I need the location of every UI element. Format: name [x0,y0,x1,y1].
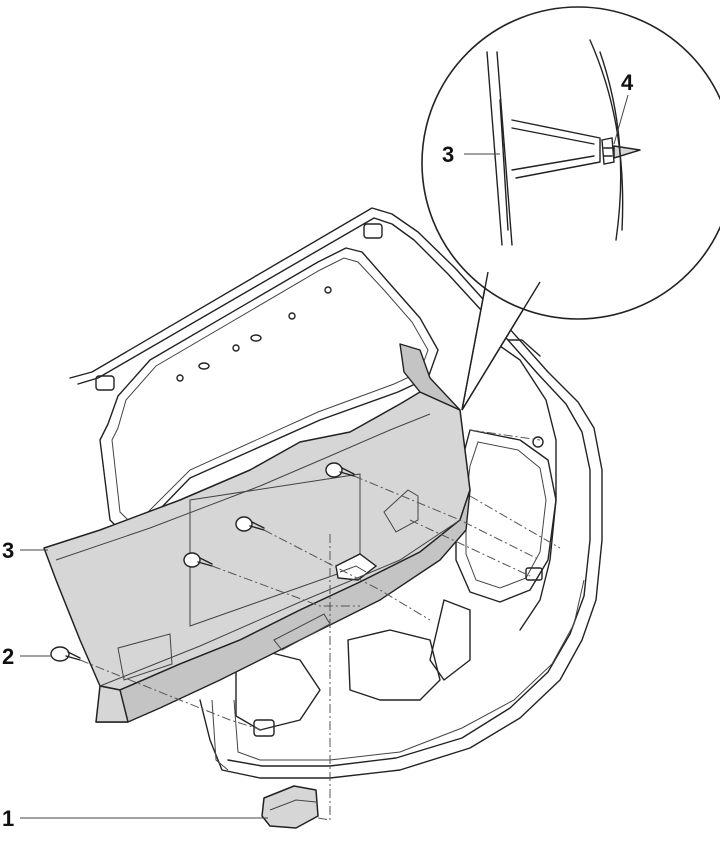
callout-4: 4 [621,70,634,95]
detail-callout [421,6,720,411]
callout-3-detail: 3 [442,142,454,167]
screw-2 [183,552,213,568]
leader-lines [20,94,629,819]
callout-2: 2 [2,644,14,669]
screw-1 [50,646,81,662]
callout-3: 3 [2,538,14,563]
callout-1: 1 [2,806,14,831]
screw-group [50,462,355,662]
leader-4 [613,94,629,145]
screw-4 [325,462,355,478]
trim-panel [43,343,471,723]
plug-cap [261,785,319,829]
screw-3 [235,516,265,532]
assembly-lines [79,429,561,821]
